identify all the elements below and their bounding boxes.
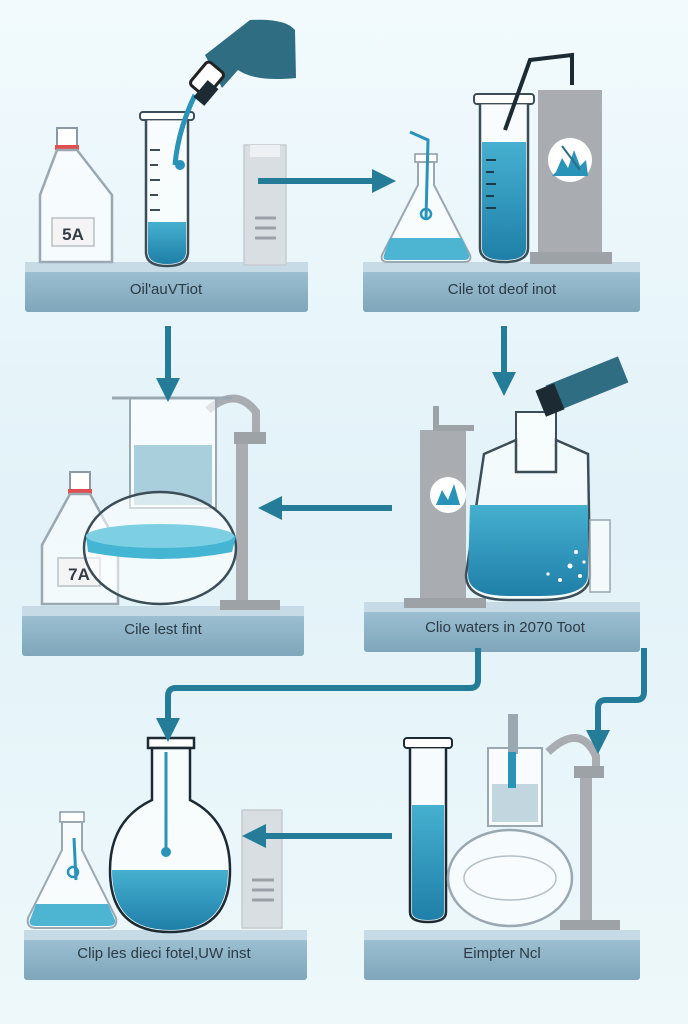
test-tube [403,737,453,924]
pouring-cylinder [535,356,629,417]
panel-step-1: 5A [25,19,308,312]
round-flask-with-condenser [82,396,238,606]
step-3-label: Cile lest fint [124,621,202,638]
platform [22,614,304,656]
bottle-tag: 7A [68,565,90,584]
lab-stand [404,406,486,608]
platform-top [364,602,640,612]
gloved-hand [189,19,296,106]
platform-top [22,606,304,616]
large-flask [464,411,611,602]
panel-step-6: Eimpter Ncl [364,714,640,980]
erlenmeyer-flask [380,130,472,263]
lab-stand [205,394,280,610]
test-tube [139,93,198,268]
arrow-to-step6 [586,648,647,754]
round-flask [108,736,232,934]
lab-stand [530,90,612,264]
platform-top [24,930,307,940]
step-2-label: Cile tot deof inot [448,281,557,298]
erlenmeyer-flask [26,811,118,929]
panel-step-2: Cile tot deof inot [363,52,640,312]
platform [363,270,640,312]
lab-stand [545,733,620,930]
reagent-bottle: 5A [38,127,114,264]
step-4-label: Clio waters in 2070 Toot [425,619,586,636]
graduated-cylinder [241,809,283,929]
step-1-label: Oil'auVTiot [130,281,203,298]
platform-top [364,930,640,940]
panel-step-4: Clio waters in 2070 Toot [364,356,640,652]
platform [25,270,308,312]
reaction-flask [446,714,574,928]
platform [364,610,640,652]
bottle-tag: 5A [62,225,84,244]
arrow-step4-to-step5 [156,648,481,742]
step-5-label: Clip les dieci fotel,UW inst [77,945,251,962]
panel-step-3: 7A Cile lest fint [22,394,304,656]
step-6-label: Eimpter Ncl [463,945,541,962]
platform [364,938,640,980]
platform-top [363,262,640,272]
test-tube [473,52,574,264]
platform [24,938,307,980]
graduated-cylinder [243,144,287,266]
